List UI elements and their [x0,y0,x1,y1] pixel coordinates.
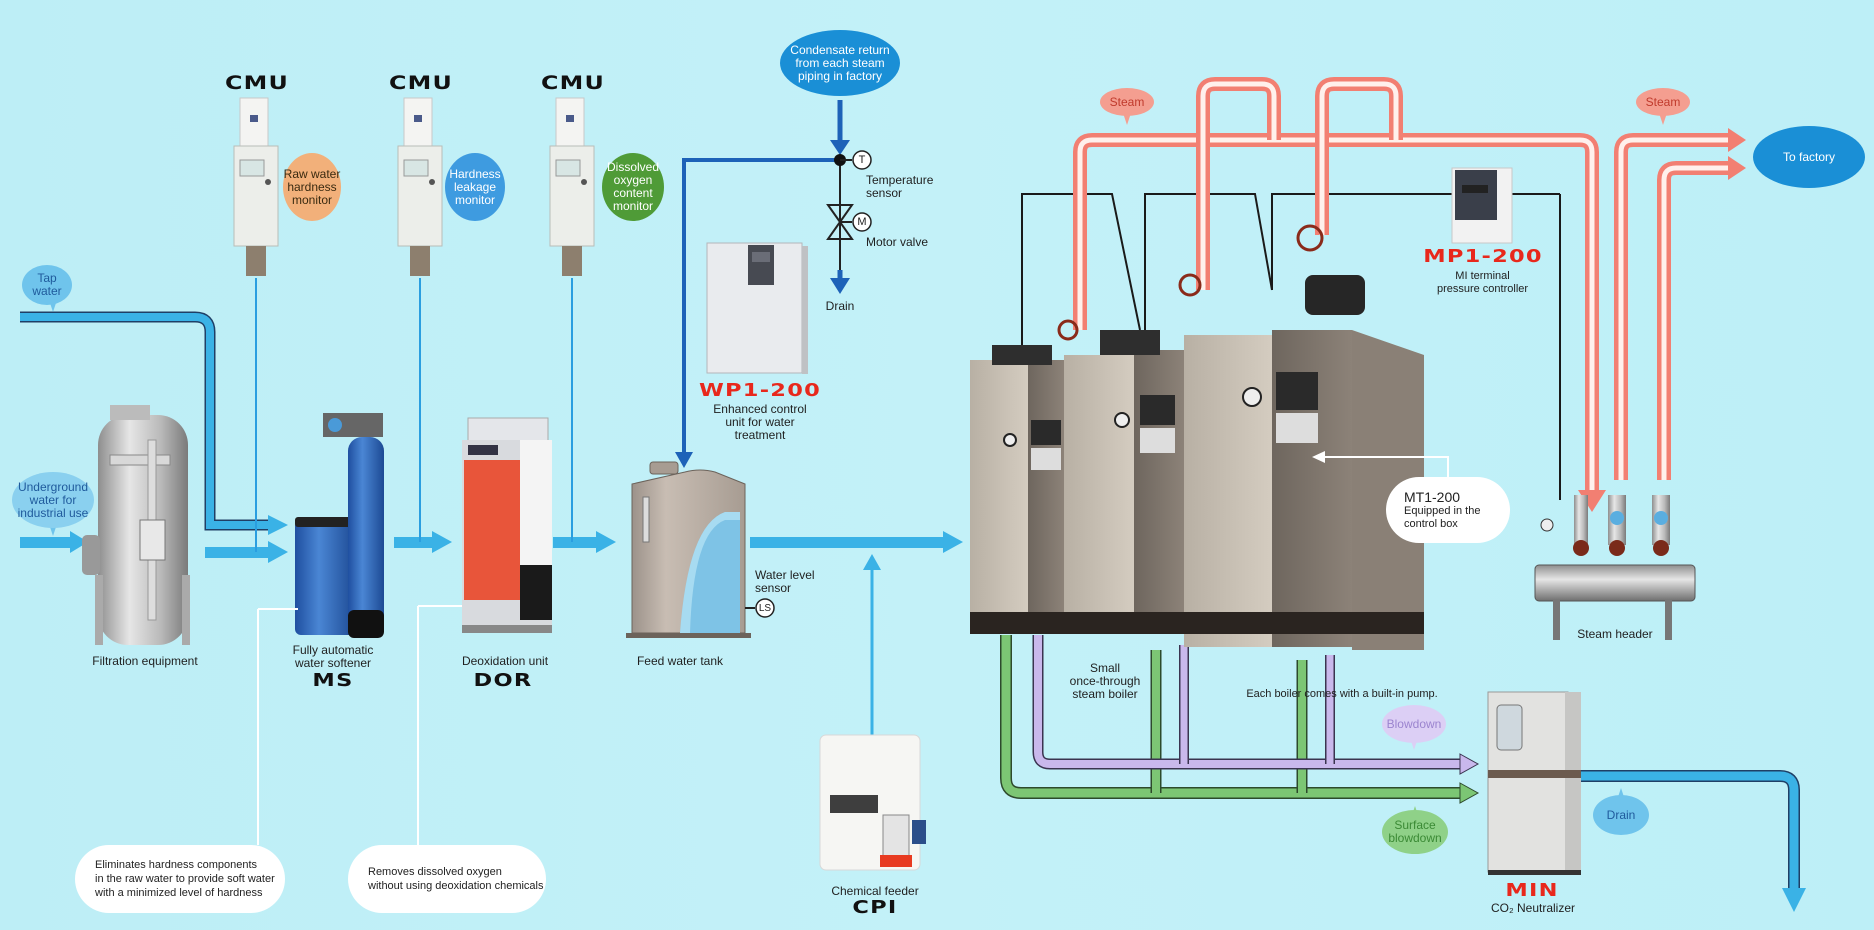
feed-water-tank-image [626,461,751,638]
steam-out-pipe-1 [1614,133,1730,480]
cmu-code-1: CMU [224,72,290,94]
softener-to-dor-pipe [394,537,434,548]
steam-loop-2 [1196,77,1281,290]
steam-header-label: Steam header [1577,627,1653,641]
tap-water-label: Tap water [32,271,62,298]
mp1-200-image [1451,167,1513,244]
cpi-model-code: CPI [852,897,898,918]
steam-loop-3 [1315,77,1403,235]
steam-right-bubble-tail [1659,113,1667,125]
to-factory-bubble: To factory [1753,126,1865,188]
blowdown-label: Blowdown [1386,716,1442,731]
steam-left-bubble-tail [1123,113,1131,125]
steam-left-label: Steam [1109,94,1145,109]
motor-valve-symbol [826,204,854,240]
drain-label: Drain [1606,807,1636,822]
mp1-200-model: MP1-200 [1423,246,1543,267]
min-model-code: MIN [1505,880,1559,901]
steam-out-pipe-2 [1657,161,1730,480]
steam-header-image [1534,495,1696,640]
deoxidation-unit-image [462,417,552,633]
cmu-device-3 [549,97,595,276]
steam-bubble-left: Steam [1100,88,1154,116]
min-neutralizer-image [1487,691,1581,875]
water-softener-image [295,413,384,638]
motor-valve-m-symbol [852,212,872,232]
condensate-drain-label: Drain [825,299,855,313]
tank-to-boiler-pipe [750,537,945,548]
boiler-units-image [970,224,1424,650]
blowdown-bubble: Blowdown [1382,705,1446,743]
tap-water-bubble: Tap water [22,265,72,305]
chemical-feeder-image [819,734,926,871]
built-in-pump-note: Each boiler comes with a built-in pump. [1246,688,1438,700]
blowdown-pipes [1000,635,1480,804]
dor-model-code: DOR [473,670,533,691]
condensate-to-tank-pipe [682,158,840,455]
filtration-equipment-label: Filtration equipment [92,654,198,668]
co2-neutralizer-label: CO₂ Neutralizer [1490,901,1575,915]
temperature-symbol-letter: T [858,154,866,166]
filter-to-softener-pipe [205,547,270,558]
tap-water-arrow [268,515,288,535]
to-factory-label: To factory [1782,149,1836,164]
temperature-sensor-symbol [852,150,872,170]
steam-pipes [1073,77,1746,512]
filtration-equipment-image [82,405,190,645]
motor-valve-label: Motor valve [866,235,929,249]
cmu-code-3: CMU [540,72,606,94]
feed-water-tank-label: Feed water tank [636,654,724,668]
ms-model-code: MS [312,670,354,691]
cmu-code-2: CMU [388,72,454,94]
water-pipes [20,100,1806,912]
steam-right-label: Steam [1645,94,1681,109]
water-level-sensor-symbol [755,598,775,618]
wp1-200-model: WP1-200 [698,380,822,401]
level-symbol-letter: LS [758,603,772,614]
mt1-200-model: MT1-200 [1404,489,1461,505]
dor-to-tank-pipe [553,537,598,548]
wp1-200-image [706,242,808,374]
motor-symbol-letter: M [857,216,867,228]
steam-bubble-right: Steam [1636,88,1690,116]
drain-bubble: Drain [1593,795,1649,835]
cmu-device-2 [397,97,443,276]
underground-water-arrow [20,537,70,548]
chemical-feeder-label: Chemical feeder [831,884,919,898]
cmu-device-1 [233,97,279,276]
deoxidation-unit-label: Deoxidation unit [461,654,549,668]
